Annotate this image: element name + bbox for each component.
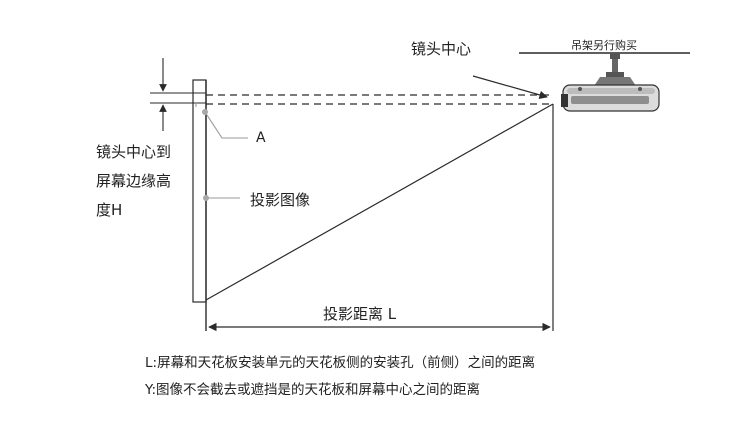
note-y-definition: Y:图像不会截去或遮挡是的天花板和屏幕中心之间的距离 (145, 382, 481, 398)
note-l-definition: L:屏幕和天花板安装单元的天花板侧的安装孔（前侧）之间的距离 (145, 355, 536, 371)
projection-ray (205, 103, 554, 301)
throw-distance-label: 投影距离 L (323, 305, 397, 323)
point-a-dot (202, 109, 208, 115)
height-label-line2: 屏幕边缘高 (96, 172, 172, 190)
image-dot (203, 195, 209, 201)
point-a-leader (204, 111, 248, 139)
projector-body (561, 84, 660, 112)
mount-sold-separately-label: 吊架另行购买 (571, 39, 637, 52)
lens-center-label: 镜头中心 (411, 40, 472, 58)
ceiling-mount (594, 53, 636, 86)
height-label-line1: 镜头中心到 (96, 143, 172, 161)
height-label-line3: 度H (96, 201, 123, 219)
lens-center-arrow (472, 75, 548, 99)
point-a-label: A (256, 130, 266, 146)
projected-image-label: 投影图像 (250, 191, 311, 209)
